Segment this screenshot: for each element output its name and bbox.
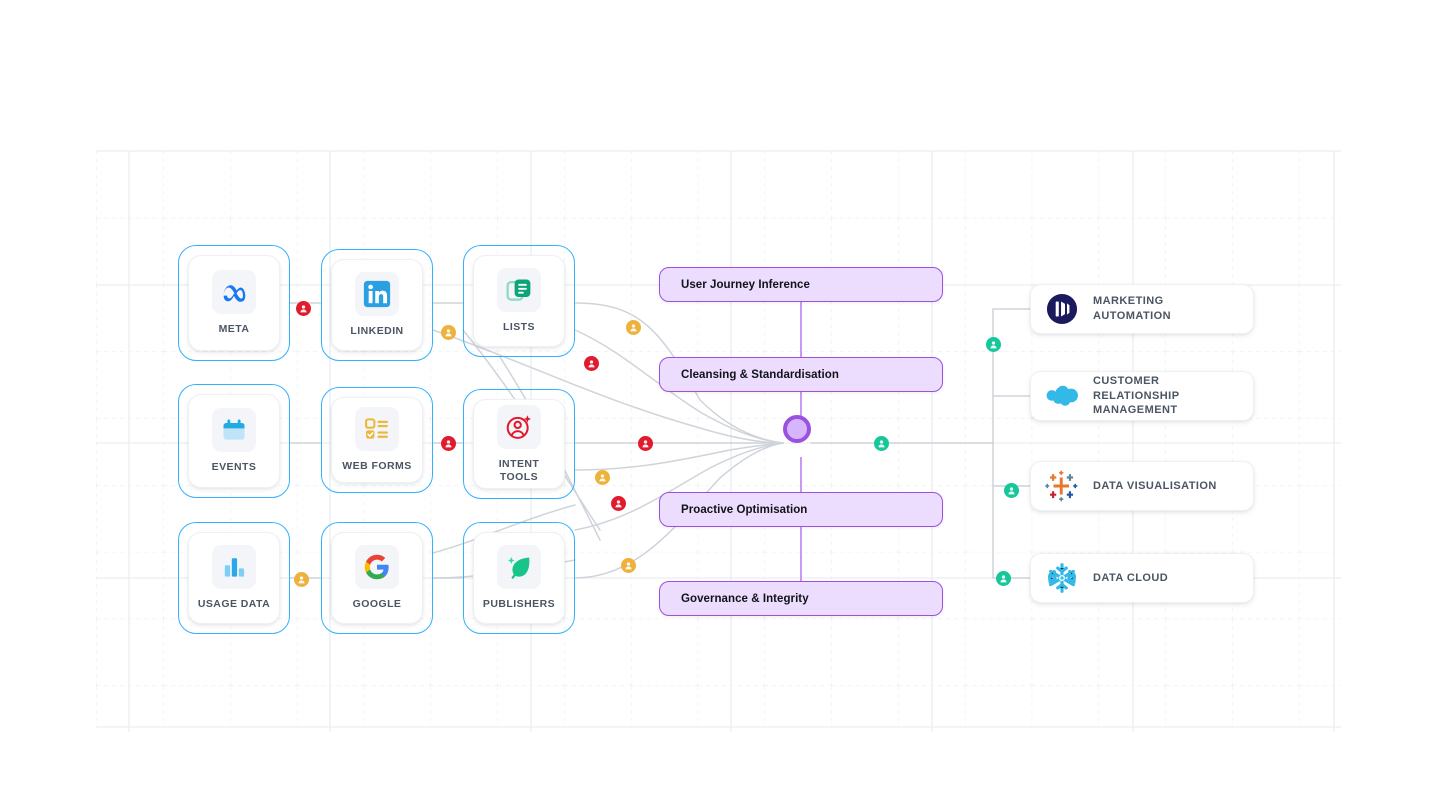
bar-chart-icon — [212, 545, 256, 590]
badge-intent-lower[interactable] — [595, 470, 610, 485]
tableau-icon — [1045, 469, 1079, 503]
capability-cleansing-standardisation[interactable]: Cleansing & Standardisation — [659, 357, 943, 392]
badge-usage-google[interactable] — [294, 572, 309, 587]
source-node-google[interactable]: GOOGLE — [321, 522, 433, 634]
destination-node-label: DATA VISUALISATION — [1093, 479, 1217, 492]
capability-governance-integrity[interactable]: Governance & Integrity — [659, 581, 943, 616]
meta-infinity-icon — [212, 270, 256, 315]
leaf-sparkle-icon — [497, 545, 541, 590]
source-card[interactable]: WEB FORMS — [331, 397, 423, 483]
badge-dst-marketing[interactable] — [986, 337, 1001, 352]
badge-publishers-upper[interactable] — [611, 496, 626, 511]
source-node-label: USAGE DATA — [197, 598, 271, 611]
destination-node-label: CUSTOMER RELATIONSHIP MANAGEMENT — [1093, 375, 1180, 417]
source-card[interactable]: GOOGLE — [331, 532, 423, 624]
source-card[interactable]: PUBLISHERS — [473, 532, 565, 624]
source-node-intent-tools[interactable]: INTENT TOOLS — [463, 389, 575, 499]
capability-label: User Journey Inference — [681, 278, 810, 291]
source-node-lists[interactable]: LISTS — [463, 245, 575, 357]
source-node-linkedin[interactable]: LINKEDIN — [321, 249, 433, 361]
badge-lists-lower[interactable] — [584, 356, 599, 371]
source-node-publishers[interactable]: PUBLISHERS — [463, 522, 575, 634]
capability-label: Governance & Integrity — [681, 592, 809, 605]
source-node-label: PUBLISHERS — [482, 598, 556, 611]
capability-proactive-optimisation[interactable]: Proactive Optimisation — [659, 492, 943, 527]
source-node-label: LINKEDIN — [350, 325, 404, 338]
capability-user-journey-inference[interactable]: User Journey Inference — [659, 267, 943, 302]
calendar-icon — [212, 408, 256, 453]
source-node-label: LISTS — [502, 321, 535, 334]
lists-document-icon — [497, 268, 541, 313]
marketo-icon — [1045, 292, 1079, 326]
badge-meta-linkedin[interactable] — [296, 301, 311, 316]
source-card[interactable]: META — [188, 255, 280, 351]
source-card[interactable]: EVENTS — [188, 394, 280, 488]
badge-publishers-hub[interactable] — [621, 558, 636, 573]
form-checklist-icon — [355, 407, 399, 452]
badge-linkedin-lists[interactable] — [441, 325, 456, 340]
source-node-label: WEB FORMS — [342, 460, 412, 473]
badge-dst-dataviz[interactable] — [1004, 483, 1019, 498]
destination-node-data-visualisation[interactable]: DATA VISUALISATION — [1030, 461, 1254, 511]
source-node-label: INTENT TOOLS — [498, 458, 540, 483]
destination-node-crm[interactable]: CUSTOMER RELATIONSHIP MANAGEMENT — [1030, 371, 1254, 421]
destination-node-data-cloud[interactable]: DATA CLOUD — [1030, 553, 1254, 603]
capability-label: Cleansing & Standardisation — [681, 368, 839, 381]
source-node-label: META — [218, 323, 250, 336]
snowflake-icon — [1045, 561, 1079, 595]
destination-node-marketing-automation[interactable]: MARKETING AUTOMATION — [1030, 284, 1254, 334]
source-node-web-forms[interactable]: WEB FORMS — [321, 387, 433, 493]
google-g-icon — [355, 545, 399, 590]
badge-lists-hub[interactable] — [626, 320, 641, 335]
source-node-meta[interactable]: META — [178, 245, 290, 361]
source-card[interactable]: LINKEDIN — [331, 259, 423, 351]
destination-node-label: MARKETING AUTOMATION — [1093, 295, 1172, 322]
source-card[interactable]: LISTS — [473, 255, 565, 347]
source-node-label: EVENTS — [211, 461, 257, 474]
badge-intent-hub[interactable] — [638, 436, 653, 451]
capability-label: Proactive Optimisation — [681, 503, 808, 516]
source-card[interactable]: USAGE DATA — [188, 532, 280, 624]
badge-webforms-intent[interactable] — [441, 436, 456, 451]
badge-hub-out[interactable] — [874, 436, 889, 451]
salesforce-cloud-icon — [1045, 379, 1079, 413]
source-node-events[interactable]: EVENTS — [178, 384, 290, 498]
source-node-usage-data[interactable]: USAGE DATA — [178, 522, 290, 634]
central-hub-node[interactable] — [783, 415, 811, 443]
linkedin-icon — [355, 272, 399, 317]
badge-dst-datacloud[interactable] — [996, 571, 1011, 586]
source-card[interactable]: INTENT TOOLS — [473, 399, 565, 489]
person-sparkle-icon — [497, 405, 541, 450]
destination-node-label: DATA CLOUD — [1093, 571, 1169, 584]
source-node-label: GOOGLE — [352, 598, 402, 611]
